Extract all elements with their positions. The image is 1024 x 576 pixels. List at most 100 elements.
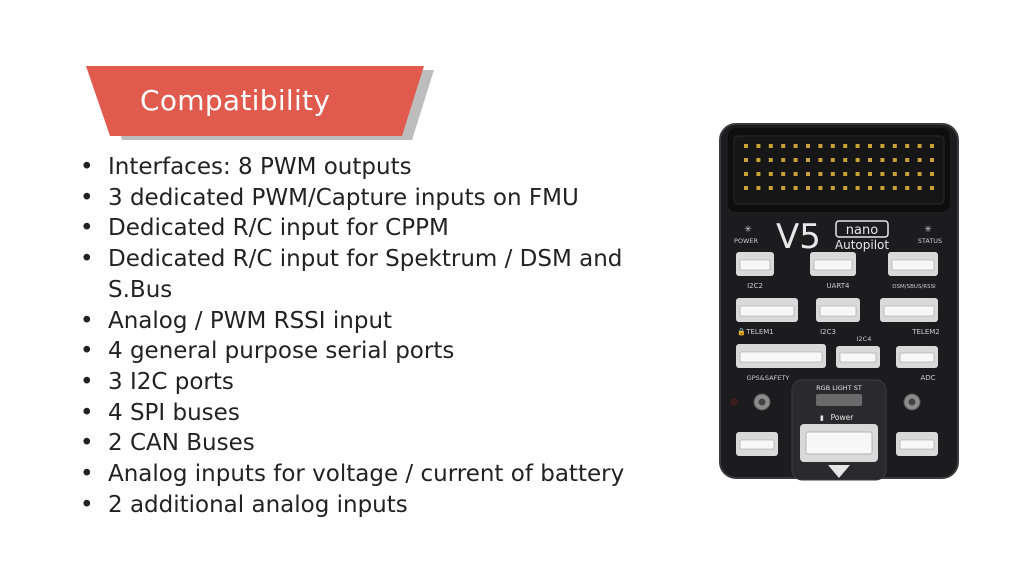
header-pin	[843, 172, 848, 176]
rgb-label: RGB LIGHT ST	[816, 384, 862, 392]
board-badge: nano	[846, 223, 878, 238]
status-label: STATUS	[918, 237, 942, 245]
header-pin	[830, 144, 835, 148]
header-pin	[917, 144, 922, 148]
port-label-i2c3: I2C3	[820, 328, 836, 336]
header-pin	[806, 186, 810, 190]
header-pin	[768, 186, 773, 190]
header-pin	[756, 158, 761, 162]
header-pin	[868, 158, 872, 162]
page-title: Compatibility	[140, 84, 331, 117]
header-pin	[806, 144, 810, 148]
header-pin	[930, 144, 934, 148]
port-label-gps: GPS&SAFETY	[747, 374, 790, 382]
board-model: V5	[776, 217, 821, 257]
header-pin	[744, 172, 748, 176]
header-pin	[930, 158, 934, 162]
power-port-label: Power	[831, 413, 855, 422]
header-pin	[806, 172, 810, 176]
list-item: 2 CAN Buses	[72, 428, 692, 459]
header-pin	[868, 144, 872, 148]
header-pin	[830, 186, 835, 190]
header-pin	[744, 144, 748, 148]
feature-list: Interfaces: 8 PWM outputs 3 dedicated PW…	[72, 152, 692, 520]
port-label-adc: ADC	[920, 374, 935, 382]
list-item: 4 SPI buses	[72, 398, 692, 429]
port-label-dsm: DSM/SBUS/RSSI	[892, 284, 936, 290]
header-pin	[768, 172, 773, 176]
header-pin	[880, 158, 885, 162]
header-pin	[756, 172, 761, 176]
header-pin	[892, 144, 897, 148]
header-pin	[843, 186, 848, 190]
header-pin	[744, 158, 748, 162]
arrow-down-icon	[828, 465, 850, 478]
header-pin	[930, 172, 934, 176]
power-plug-icon: ▮	[820, 414, 824, 422]
header-pin	[892, 158, 897, 162]
board-subtitle: Autopilot	[835, 238, 889, 252]
header-pin	[843, 158, 848, 162]
board-drawing: ✳ POWER ✳ STATUS V5 nano Autopilot I2C2 …	[719, 123, 959, 481]
header-pin	[744, 186, 748, 190]
header-pin	[843, 144, 848, 148]
header-pin	[930, 186, 934, 190]
header-pin	[905, 158, 910, 162]
header-pin	[855, 158, 860, 162]
list-item: Dedicated R/C input for CPPM	[72, 213, 692, 244]
port-label-i2c2: I2C2	[747, 282, 763, 290]
header-pin	[880, 186, 885, 190]
header-pin	[781, 186, 786, 190]
header-pin	[756, 144, 761, 148]
header-pin	[818, 144, 823, 148]
power-label: POWER	[734, 237, 759, 245]
status-led-icon: ✳	[924, 225, 932, 235]
header-pin	[855, 186, 860, 190]
header-pin	[830, 158, 835, 162]
power-led-icon: ✳	[744, 225, 752, 235]
header-pin	[806, 158, 810, 162]
header-pin	[781, 172, 786, 176]
autopilot-board-image: ✳ POWER ✳ STATUS V5 nano Autopilot I2C2 …	[718, 122, 960, 482]
rgb-led	[816, 394, 862, 406]
header-pin	[793, 144, 798, 148]
header-pin	[756, 186, 761, 190]
title-banner: Compatibility	[86, 66, 434, 140]
header-pin	[868, 172, 872, 176]
list-item: Dedicated R/C input for Spektrum / DSM a…	[72, 244, 692, 305]
header-pin	[781, 158, 786, 162]
header-pin	[818, 172, 823, 176]
header-pin	[781, 144, 786, 148]
header-pin	[868, 186, 872, 190]
header-pin	[917, 186, 922, 190]
header-pin	[905, 172, 910, 176]
list-item: Analog inputs for voltage / current of b…	[72, 459, 692, 490]
header-pin	[880, 144, 885, 148]
header-pin	[892, 172, 897, 176]
header-pin	[905, 186, 910, 190]
header-pin	[793, 158, 798, 162]
header-pin	[768, 144, 773, 148]
header-pin	[818, 158, 823, 162]
list-item: 3 dedicated PWM/Capture inputs on FMU	[72, 183, 692, 214]
header-pin	[905, 144, 910, 148]
list-item: Interfaces: 8 PWM outputs	[72, 152, 692, 183]
list-item: 3 I2C ports	[72, 367, 692, 398]
list-item: 4 general purpose serial ports	[72, 336, 692, 367]
header-pin	[818, 186, 823, 190]
header-pin	[917, 158, 922, 162]
list-item: Analog / PWM RSSI input	[72, 306, 692, 337]
header-pin	[855, 172, 860, 176]
header-pin	[830, 172, 835, 176]
badge-frame	[835, 220, 889, 238]
header-pin	[917, 172, 922, 176]
header-pin	[880, 172, 885, 176]
port-label-telem1: TELEM1	[745, 328, 774, 336]
header-pin	[892, 186, 897, 190]
header-pin	[768, 158, 773, 162]
port-label-telem2: TELEM2	[911, 328, 940, 336]
header-pin	[793, 172, 798, 176]
port-label-uart4: UART4	[827, 282, 851, 290]
lock-icon: 🔒	[737, 328, 746, 336]
banner-shape	[86, 66, 434, 140]
